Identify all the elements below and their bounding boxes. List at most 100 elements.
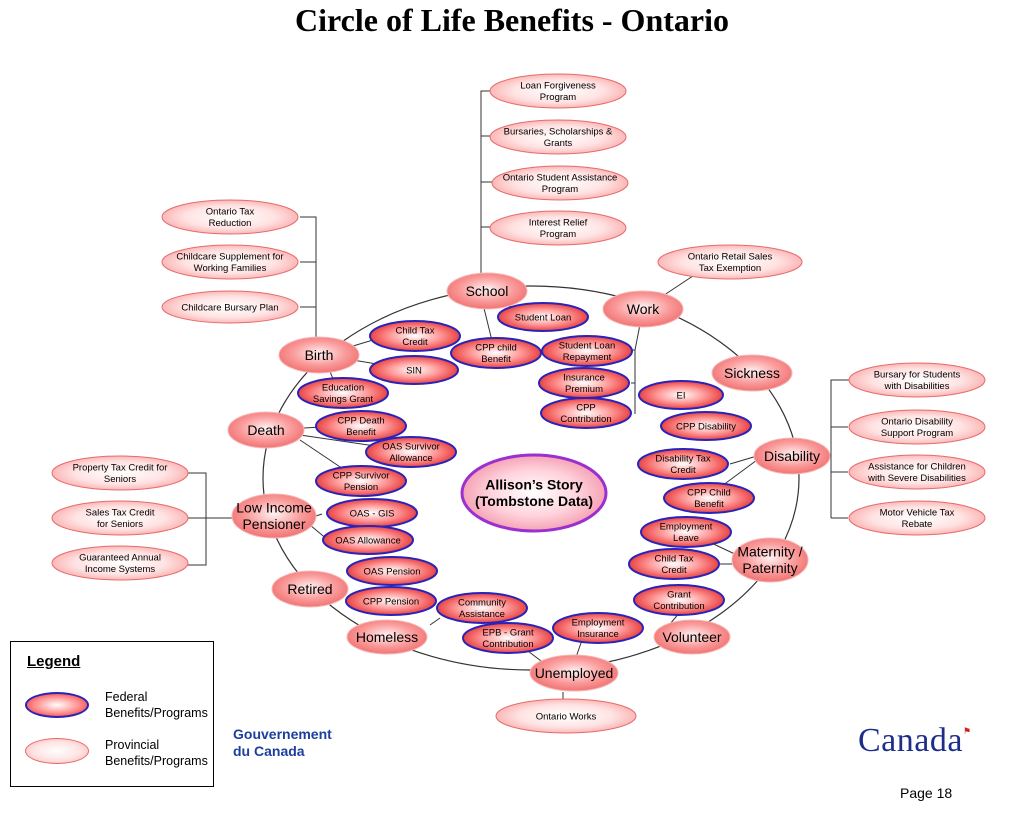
node-label-line: OAS - GIS (350, 508, 395, 519)
federal-benefit-shape (638, 380, 724, 410)
federal-benefit-shape (322, 525, 414, 555)
node-label-line: Premium (565, 384, 603, 395)
federal-benefit-shape (315, 465, 407, 497)
seniors-provincial-bracket (186, 472, 207, 566)
provincial-benefit-bursaries: Bursaries, Scholarships &Grants (489, 119, 627, 155)
life-stage-shape (346, 619, 428, 655)
node-label-line: Program (540, 229, 577, 240)
life-stage-death: Death (227, 411, 305, 449)
government-signature: Gouvernement du Canada (233, 726, 332, 759)
life-stage-maternity: Maternity /Paternity (731, 537, 809, 583)
canada-wordmark: Canada (858, 722, 963, 759)
federal-benefit-oas-pension: OAS Pension (346, 556, 438, 586)
maple-leaf-icon: ⚑ (963, 726, 972, 736)
node-label-line: SIN (406, 365, 422, 376)
federal-benefit-shape (365, 436, 457, 468)
federal-benefit-shape (660, 411, 752, 441)
life-stage-shape (278, 336, 360, 374)
center-shape (460, 453, 608, 533)
legend-federal-label: Federal Benefits/Programs (105, 690, 208, 720)
node-label-line: Student Loan (559, 341, 616, 352)
node-label-line: Pensioner (242, 516, 305, 532)
provincial-benefit-shape (51, 545, 189, 581)
node-label-line: Bursaries, Scholarships & (504, 127, 613, 138)
node-label-line: Credit (661, 565, 687, 576)
node-label-line: CPP Death (337, 416, 384, 427)
node-label-line: Benefit (694, 499, 724, 510)
life-stage-shape (227, 411, 305, 449)
school-provincial-bracket (480, 90, 493, 280)
node-label-line: OAS Survivor (382, 442, 440, 453)
life-stage-shape (731, 537, 809, 583)
federal-benefit-shape (633, 584, 725, 616)
life-stage-retired: Retired (271, 570, 349, 608)
disability-provincial-bracket (830, 379, 855, 518)
node-label-line: CPP Disability (676, 421, 736, 432)
provincial-benefit-shape (848, 409, 986, 445)
provincial-benefit-shape (491, 165, 629, 201)
life-stage-shape (231, 493, 317, 539)
node-label-line: Ontario Retail Sales (688, 252, 773, 263)
provincial-benefit-shape (848, 454, 986, 490)
node-label-line: EI (677, 390, 686, 401)
node-label-line: Rebate (902, 519, 933, 530)
federal-benefit-shape (540, 397, 632, 429)
node-label-line: Pension (344, 482, 378, 493)
node-label-line: Low Income (236, 500, 312, 516)
node-label-line: for Seniors (97, 519, 143, 530)
node-label-line: Education (322, 383, 364, 394)
node-label-line: Ontario Student Assistance (503, 173, 618, 184)
node-label-line: Assistance for Children (868, 462, 966, 473)
node-label-line: Volunteer (662, 629, 721, 645)
provincial-benefit-shape (161, 244, 299, 280)
provincial-benefit-shape (161, 199, 299, 235)
life-stage-shape (653, 619, 731, 655)
node-label-line: CPP (576, 403, 596, 414)
node-label-line: (Tombstone Data) (475, 493, 593, 509)
node-label-line: Ontario Works (536, 711, 597, 722)
node-label-line: Ontario Tax (206, 207, 255, 218)
life-stage-shape (446, 272, 528, 310)
node-label-line: Paternity (742, 560, 797, 576)
federal-benefit-student-loan: Student Loan (497, 302, 589, 332)
node-label-line: Program (542, 184, 579, 195)
provincial-benefit-shape (51, 455, 189, 491)
life-stage-volunteer: Volunteer (653, 619, 731, 655)
node-label-line: CPP Child (687, 488, 731, 499)
legend-federal-swatch (25, 692, 89, 718)
federal-benefit-shape (315, 410, 407, 442)
node-label-line: Childcare Bursary Plan (181, 302, 278, 313)
node-label-line: Work (627, 301, 660, 317)
node-label-line: Ontario Disability (881, 417, 953, 428)
node-label-line: Maternity / (737, 544, 802, 560)
node-label-line: Motor Vehicle Tax (880, 508, 955, 519)
legend-box: Legend Federal Benefits/Programs Provinc… (10, 641, 214, 787)
node-label-line: Death (247, 422, 284, 438)
node-label-line: Disability Tax (655, 454, 711, 465)
life-stage-shape (529, 654, 619, 692)
page-number: Page 18 (900, 785, 953, 801)
homeless-community-link (429, 617, 441, 626)
node-label-line: Interest Relief (529, 218, 588, 229)
federal-benefit-shape (628, 548, 720, 580)
federal-benefit-shape (436, 592, 528, 624)
node-label-line: Community (458, 598, 506, 609)
federal-benefit-cpp-pension: CPP Pension (345, 586, 437, 616)
node-label-line: CPP Pension (363, 596, 419, 607)
